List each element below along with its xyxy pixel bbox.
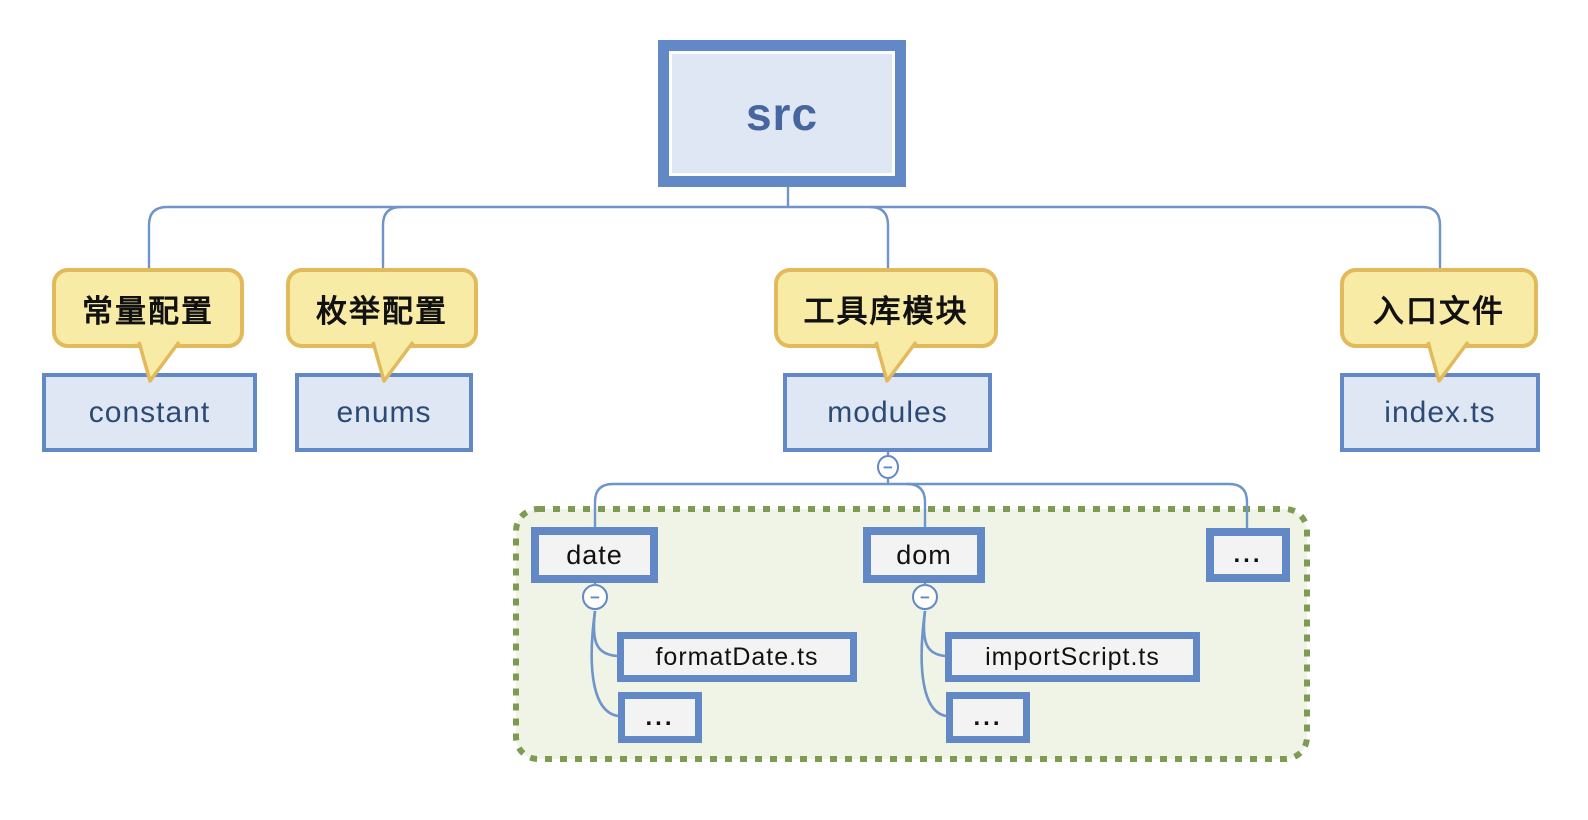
node-modules-label: modules [827, 395, 948, 429]
node-constant-label: constant [88, 395, 211, 429]
node-formatdate-ts-label: formatDate.ts [655, 642, 819, 671]
node-formatdate-ts: formatDate.ts [617, 632, 857, 682]
callout-enums-label: 枚举配置 [316, 293, 448, 329]
minus-icon: − [920, 587, 930, 607]
node-modules: modules [783, 373, 992, 452]
callout-enums: 枚举配置 [286, 268, 478, 348]
connector-date-ellipsis [590, 610, 619, 718]
connector-drop-modules [869, 205, 890, 268]
connector-drop-dom [906, 482, 927, 527]
node-date-ellipsis-label: ... [645, 703, 675, 731]
node-constant: constant [42, 373, 257, 452]
node-importscript-ts: importScript.ts [945, 632, 1200, 682]
node-importscript-ts-label: importScript.ts [985, 642, 1160, 671]
node-date-ellipsis: ... [618, 692, 702, 743]
node-ellipsis: ... [1206, 528, 1290, 582]
collapse-toggle-dom-icon[interactable]: − [912, 584, 938, 610]
callout-constant-label: 常量配置 [82, 293, 214, 329]
callout-modules: 工具库模块 [774, 268, 998, 348]
minus-icon: − [883, 457, 893, 477]
minus-icon: − [590, 587, 600, 607]
connector-dom-importscript [922, 610, 946, 658]
callout-constant: 常量配置 [52, 268, 244, 348]
node-date-label: date [566, 539, 623, 570]
node-enums: enums [295, 373, 473, 452]
node-index-ts-label: index.ts [1384, 395, 1496, 429]
node-dom-label: dom [896, 539, 952, 570]
collapse-toggle-date-icon[interactable]: − [582, 584, 608, 610]
node-dom-ellipsis: ... [946, 692, 1030, 743]
node-index-ts: index.ts [1340, 373, 1540, 452]
connector-date-formatdate [592, 610, 618, 658]
node-dom: dom [863, 527, 985, 583]
callout-index: 入口文件 [1340, 268, 1538, 348]
connector-drop-enums [381, 205, 402, 268]
callout-modules-label: 工具库模块 [803, 293, 969, 329]
connector-dom-ellipsis [920, 610, 947, 718]
node-src: src [658, 40, 906, 187]
connector-lower-rail [593, 482, 1249, 528]
node-src-label: src [745, 87, 819, 140]
node-enums-label: enums [336, 395, 432, 429]
node-ellipsis-label: ... [1233, 541, 1263, 568]
callout-index-label: 入口文件 [1373, 293, 1505, 329]
collapse-toggle-modules-icon[interactable]: − [877, 455, 899, 479]
connector-top-rail [147, 205, 1442, 268]
node-date: date [531, 527, 658, 583]
node-dom-ellipsis-label: ... [973, 703, 1003, 731]
